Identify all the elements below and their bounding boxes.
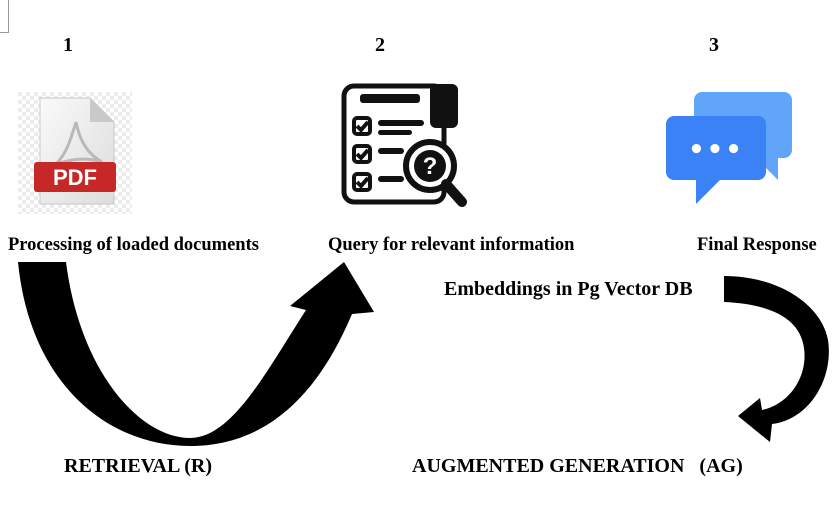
chat-bubbles-icon: •••: [666, 92, 792, 204]
page-corner-mark: [0, 0, 9, 33]
retrieval-arrow: [18, 262, 374, 446]
label-final-response: Final Response: [697, 235, 817, 255]
query-checklist-magnifier-icon: ?: [341, 83, 467, 207]
chat-dots-text: •••: [688, 135, 744, 165]
augmented-generation-arrow: [724, 276, 829, 442]
pdf-badge-text: PDF: [53, 165, 97, 190]
step-number-3: 3: [709, 34, 719, 56]
pdf-file-icon: PDF: [18, 92, 132, 214]
label-embeddings-db: Embeddings in Pg Vector DB: [444, 278, 693, 300]
step-number-1: 1: [63, 34, 73, 56]
query-mark-text: ?: [423, 153, 438, 180]
label-query-information: Query for relevant information: [328, 235, 575, 255]
label-retrieval: RETRIEVAL (R): [64, 455, 212, 477]
label-processing-documents: Processing of loaded documents: [8, 235, 259, 255]
label-augmented-generation: AUGMENTED GENERATION (AG): [412, 455, 743, 477]
step-number-2: 2: [375, 34, 385, 56]
